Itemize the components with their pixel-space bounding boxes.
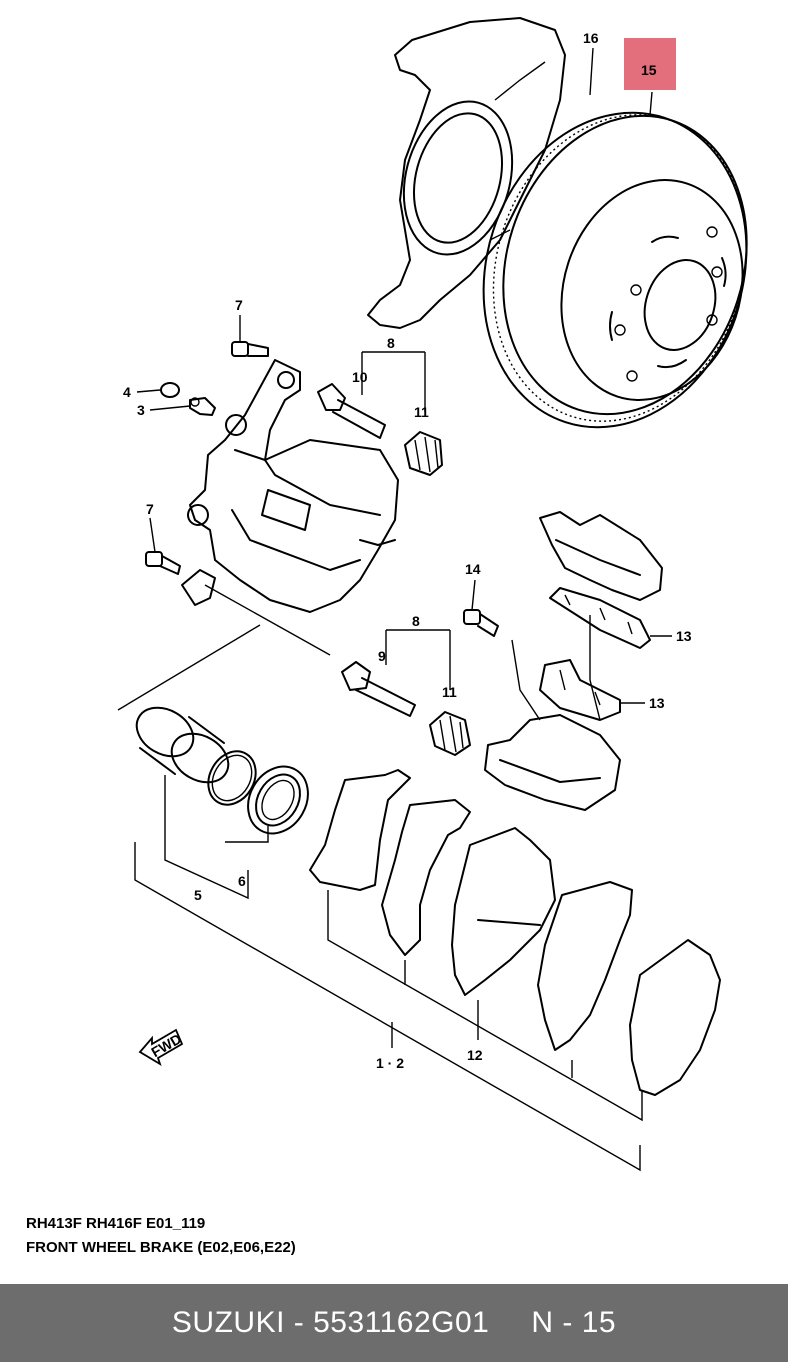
callout-11-upper: 11	[414, 404, 429, 420]
pad-shim-13-upper	[549, 587, 651, 649]
callout-14: 14	[465, 561, 481, 577]
brake-pads-set	[309, 769, 721, 1096]
callout-1-2: 1 · 2	[376, 1055, 404, 1071]
callout-8-lower: 8	[412, 613, 420, 629]
highlight-box-15	[624, 38, 676, 90]
callout-4: 4	[123, 384, 131, 400]
callout-16: 16	[583, 30, 599, 46]
footer-page-ref: N - 15	[531, 1306, 617, 1339]
boot-11-lower-part	[429, 711, 471, 756]
dust-shield-part	[367, 17, 566, 329]
footer-brand-part-number: SUZUKI - 5531162G01	[171, 1306, 490, 1339]
dust-boot-6-part	[247, 765, 309, 835]
callout-labels: 16 15 7 8 10 4 3 11 7 14 8 13 9 13 11 5 …	[123, 30, 692, 1071]
callout-12: 12	[467, 1047, 483, 1063]
brake-disc-part	[482, 111, 748, 429]
boot-11-upper-part	[404, 431, 443, 476]
guide-pin-9-part	[341, 661, 416, 717]
callout-10: 10	[352, 369, 368, 385]
leader-lines	[134, 47, 672, 1172]
callout-13-upper: 13	[676, 628, 692, 644]
bleeder-screw-part	[189, 397, 216, 416]
exploded-view: FWD 16 15 7 8 10 4 3 11 7 14 8 13 9 13 1…	[117, 17, 748, 1172]
bolt-7-lower	[145, 551, 181, 575]
caption-block: RH413F RH416F E01_119 FRONT WHEEL BRAKE …	[26, 1212, 626, 1260]
callout-13-lower: 13	[649, 695, 665, 711]
piston-seal-6-part	[207, 750, 257, 806]
callout-7-top: 7	[235, 297, 243, 313]
callout-7-lower: 7	[146, 501, 154, 517]
footer-bar: SUZUKI - 5531162G01 N - 15	[0, 1284, 788, 1362]
bolt-14-part	[463, 609, 499, 637]
bolt-7-top	[231, 341, 269, 357]
bleeder-cap-part	[160, 382, 180, 398]
guide-pin-10-part	[317, 383, 386, 439]
caption-title: FRONT WHEEL BRAKE (E02,E06,E22)	[26, 1239, 296, 1256]
pad-shim-13-lower	[539, 659, 621, 721]
assembly-line-2	[117, 624, 261, 711]
callout-6: 6	[238, 873, 246, 889]
caliper-body-part	[181, 359, 399, 613]
callout-9: 9	[378, 648, 386, 664]
callout-8-top: 8	[387, 335, 395, 351]
assembly-line-1	[204, 584, 331, 656]
piston-5-part	[135, 706, 230, 784]
callout-3: 3	[137, 402, 145, 418]
callout-5: 5	[194, 887, 202, 903]
parts-diagram: FWD 16 15 7 8 10 4 3 11 7 14 8 13 9 13 1…	[117, 17, 748, 1172]
callout-15: 15	[641, 62, 657, 78]
caliper-carrier-part	[484, 511, 663, 811]
callout-11-lower: 11	[442, 684, 457, 700]
fwd-arrow-icon: FWD	[138, 1028, 184, 1067]
caption-model-code: RH413F RH416F E01_119	[26, 1215, 206, 1232]
